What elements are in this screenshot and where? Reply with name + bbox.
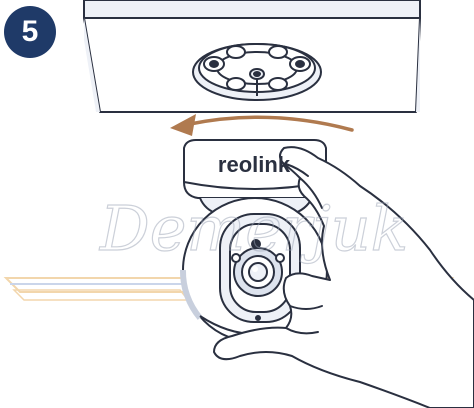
- step-badge: 5: [4, 6, 56, 58]
- arrow-left-curved-icon: [170, 114, 354, 136]
- ceiling-mount-plate-icon: [192, 43, 322, 101]
- hand-icon: [213, 146, 474, 408]
- step-number: 5: [21, 15, 39, 48]
- camera-brand-label: reolink: [218, 152, 291, 177]
- watermark-text: Demerjuk: [99, 192, 408, 265]
